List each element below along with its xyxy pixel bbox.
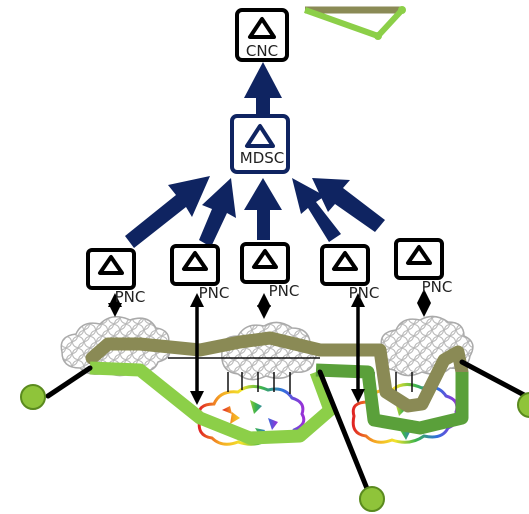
pnc-controller-3: PNC [240, 242, 300, 300]
controller-triangle-icon [245, 124, 275, 148]
light-green-service-path [89, 361, 337, 445]
mdsc-controller: MDSC [230, 114, 290, 174]
mdsc-label: MDSC [240, 149, 285, 167]
pnc-label: PNC [269, 282, 300, 300]
pnc-controller-1: PNC [86, 248, 146, 306]
pnc-label: PNC [115, 288, 146, 306]
pnc-controller-2: PNC [170, 244, 230, 302]
controller-triangle-icon [182, 251, 208, 271]
pnc-network-arrows [108, 289, 431, 405]
endpoint-right-icon [517, 392, 529, 418]
endpoint-bottom-icon [359, 486, 385, 512]
controller-triangle-icon [98, 255, 124, 275]
top-path-segment [303, 6, 406, 40]
pnc-to-mdsc-arrows [125, 176, 385, 248]
endpoint-links [45, 359, 529, 499]
endpoint-left-icon [20, 384, 46, 410]
pnc-controller-5: PNC [394, 238, 453, 296]
olive-service-path [85, 331, 469, 413]
mdsc-to-cnc-arrow [244, 62, 282, 118]
pnc-label: PNC [422, 278, 453, 296]
pnc-label: PNC [199, 284, 230, 302]
controller-triangle-icon [406, 245, 432, 265]
pnc-label: PNC [349, 284, 380, 302]
controller-triangle-icon [332, 251, 358, 271]
controller-triangle-icon [248, 17, 276, 39]
cnc-controller: CNC [235, 8, 289, 62]
controller-triangle-icon [252, 249, 278, 269]
cnc-label: CNC [246, 42, 278, 60]
pnc-controller-4: PNC [320, 244, 380, 302]
